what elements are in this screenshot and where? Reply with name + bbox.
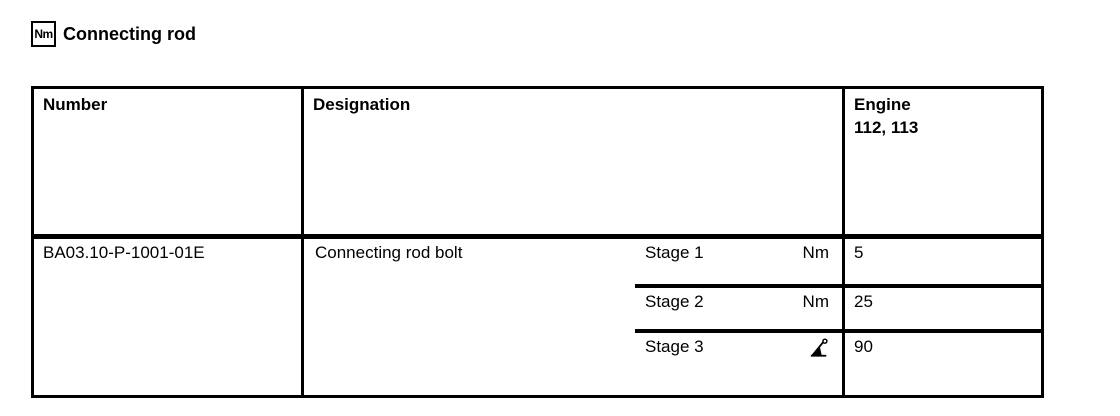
engine-value-stage-1: 5	[854, 243, 864, 262]
engine-header-line2: 112, 113	[854, 117, 919, 137]
stage-row-1: Stage 1 Nm	[635, 239, 842, 284]
engine-value-stage-2: 25	[845, 284, 1041, 329]
stage-row-3: Stage 3	[635, 329, 842, 395]
angle-degrees-icon	[809, 338, 829, 363]
designation-text: Connecting rod bolt	[315, 243, 463, 262]
stage-label: Stage 1	[645, 243, 704, 262]
row-engine-cell: 5 25 90	[842, 239, 1041, 395]
nm-torque-icon: Nm	[31, 21, 56, 47]
column-header-number: Number	[34, 89, 301, 239]
column-header-designation: Designation	[301, 89, 842, 239]
stage-list: Stage 1 Nm Stage 2 Nm Stage 3	[635, 239, 842, 395]
section-title-row: Nm Connecting rod	[31, 21, 196, 47]
stage-unit: Nm	[802, 292, 829, 311]
section-title: Connecting rod	[63, 24, 196, 44]
row-designation-cell: Connecting rod bolt Stage 1 Nm Stage 2 N…	[301, 239, 842, 395]
stage-row-2: Stage 2 Nm	[635, 284, 842, 329]
column-header-engine: Engine 112, 113	[842, 89, 1041, 239]
row-number-cell: BA03.10-P-1001-01E	[43, 243, 205, 262]
engine-value-stage-3: 90	[845, 329, 1041, 395]
engine-header-line1: Engine	[854, 95, 911, 114]
stage-label: Stage 2	[645, 292, 704, 311]
torque-spec-table: Number Designation Engine 112, 113 BA03.…	[31, 86, 1044, 398]
stage-unit: Nm	[802, 243, 829, 262]
stage-label: Stage 3	[645, 337, 704, 356]
